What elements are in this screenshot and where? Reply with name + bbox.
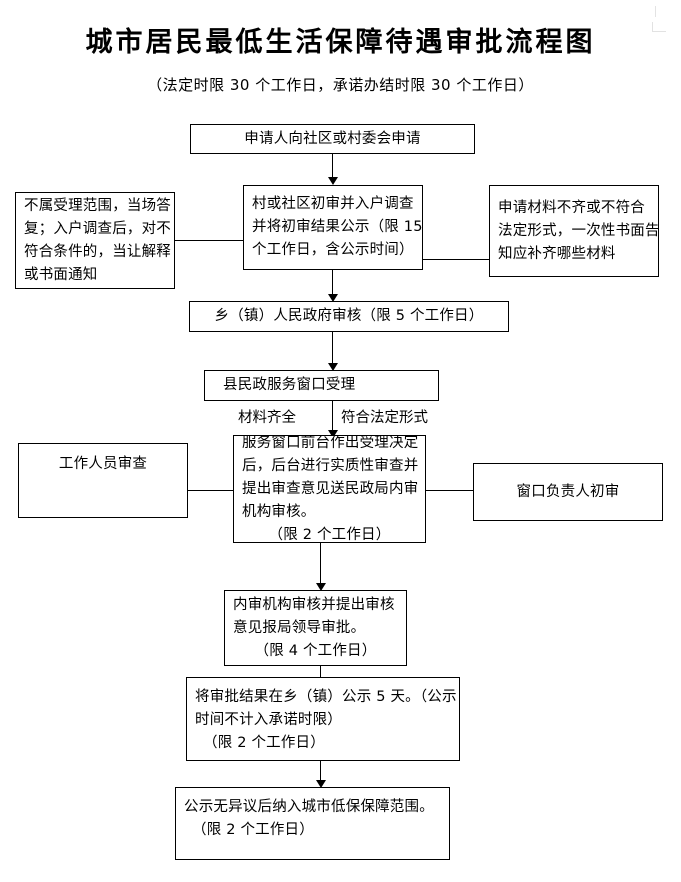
connector-county-to-window-process bbox=[332, 401, 333, 434]
node-incomplete-materials-line2: 法定形式，一次性书面告 bbox=[498, 222, 659, 239]
node-apply-label: 申请人向社区或村委会申请 bbox=[244, 130, 421, 147]
scan-artifact-tick bbox=[655, 6, 656, 17]
node-internal-audit-line3: （限 4 个工作日） bbox=[254, 642, 377, 659]
arrow-township-to-county bbox=[328, 363, 338, 371]
node-incomplete-materials-line3: 知应补齐哪些材料 bbox=[498, 245, 616, 262]
connector-township-to-county bbox=[332, 332, 333, 366]
connector-village-to-township bbox=[332, 270, 333, 297]
connector-window-process-to-head bbox=[426, 490, 473, 491]
arrow-county-to-window-process bbox=[328, 430, 338, 438]
node-staff-review: 工作人员审查 bbox=[18, 443, 188, 518]
node-final-inclusion-line1: 公示无异议后纳入城市低保保障范围。 bbox=[184, 799, 434, 815]
node-internal-audit-line2: 意见报局领导审批。 bbox=[233, 619, 366, 636]
node-county-window-label: 县民政服务窗口受理 bbox=[223, 377, 356, 393]
node-internal-audit: 内审机构审核并提出审核 意见报局领导审批。 （限 4 个工作日） bbox=[224, 590, 407, 666]
node-publicity: 将审批结果在乡（镇）公示 5 天。（公示 时间不计入承诺时限） （限 2 个工作… bbox=[186, 677, 460, 761]
node-not-accepted-line3: 符合条件的，当让解释 bbox=[24, 243, 171, 260]
node-window-process-line4: 机构审核。 bbox=[242, 503, 316, 520]
arrow-window-process-to-audit bbox=[316, 583, 326, 591]
node-publicity-line1: 将审批结果在乡（镇）公示 5 天。（公示 bbox=[195, 689, 457, 705]
node-township-review: 乡（镇）人民政府审核（限 5 个工作日） bbox=[189, 301, 509, 332]
connector-village-to-incomplete bbox=[423, 259, 489, 260]
node-internal-audit-line1: 内审机构审核并提出审核 bbox=[233, 596, 395, 613]
arrow-publicity-to-final bbox=[316, 780, 326, 788]
node-publicity-line3: （限 2 个工作日） bbox=[203, 735, 325, 751]
node-window-process-line1: 服务窗口前台作出受理决定 bbox=[242, 435, 419, 451]
page-title: 城市居民最低生活保障待遇审批流程图 bbox=[85, 27, 596, 58]
node-village-review-line1: 村或社区初审并入户调查 bbox=[252, 196, 414, 212]
node-not-accepted-line1: 不属受理范围，当场答 bbox=[24, 197, 171, 214]
scan-artifact-corner bbox=[652, 22, 666, 32]
node-village-review-line2: 并将初审结果公示（限 15 bbox=[252, 219, 423, 235]
node-window-process: 服务窗口前台作出受理决定 后，后台进行实质性审查并 提出审查意见送民政局内审 机… bbox=[233, 435, 426, 543]
node-window-process-line5: （限 2 个工作日） bbox=[268, 526, 391, 543]
node-not-accepted: 不属受理范围，当场答 复；入户调查后，对不 符合条件的，当让解释 或书面通知 bbox=[15, 192, 175, 289]
node-final-inclusion-line2: （限 2 个工作日） bbox=[192, 822, 314, 838]
node-apply: 申请人向社区或村委会申请 bbox=[190, 124, 475, 154]
node-not-accepted-line2: 复；入户调查后，对不 bbox=[24, 220, 171, 237]
page-subtitle: （法定时限 30 个工作日，承诺办结时限 30 个工作日） bbox=[147, 76, 534, 94]
connector-staff-to-window-process bbox=[188, 490, 233, 491]
node-staff-review-label: 工作人员审查 bbox=[58, 456, 148, 472]
node-township-review-label: 乡（镇）人民政府审核（限 5 个工作日） bbox=[214, 308, 484, 324]
node-village-review-line3: 个工作日，含公示时间） bbox=[252, 242, 414, 258]
connector-apply-to-village bbox=[332, 154, 333, 181]
node-county-window: 县民政服务窗口受理 bbox=[204, 370, 439, 401]
edge-label-legal-form: 符合法定形式 bbox=[341, 408, 428, 428]
node-publicity-line2: 时间不计入承诺时限） bbox=[195, 712, 342, 728]
node-window-head-review: 窗口负责人初审 bbox=[473, 463, 663, 521]
node-window-head-review-label: 窗口负责人初审 bbox=[516, 483, 620, 500]
node-incomplete-materials-line1: 申请材料不齐或不符合 bbox=[498, 199, 645, 216]
connector-window-process-to-audit bbox=[320, 543, 321, 587]
edge-label-materials-complete: 材料齐全 bbox=[238, 408, 296, 428]
node-village-review: 村或社区初审并入户调查 并将初审结果公示（限 15 个工作日，含公示时间） bbox=[243, 185, 423, 270]
arrow-village-to-township bbox=[328, 294, 338, 302]
connector-publicity-to-final bbox=[320, 761, 321, 785]
arrow-apply-to-village bbox=[328, 177, 338, 185]
node-not-accepted-line4: 或书面通知 bbox=[24, 266, 98, 283]
node-incomplete-materials: 申请材料不齐或不符合 法定形式，一次性书面告 知应补齐哪些材料 bbox=[489, 185, 659, 277]
node-window-process-line3: 提出审查意见送民政局内审 bbox=[242, 480, 419, 497]
node-final-inclusion: 公示无异议后纳入城市低保保障范围。 （限 2 个工作日） bbox=[175, 787, 450, 860]
node-window-process-line2: 后，后台进行实质性审查并 bbox=[242, 457, 419, 474]
connector-not-accepted-to-village bbox=[175, 240, 243, 241]
